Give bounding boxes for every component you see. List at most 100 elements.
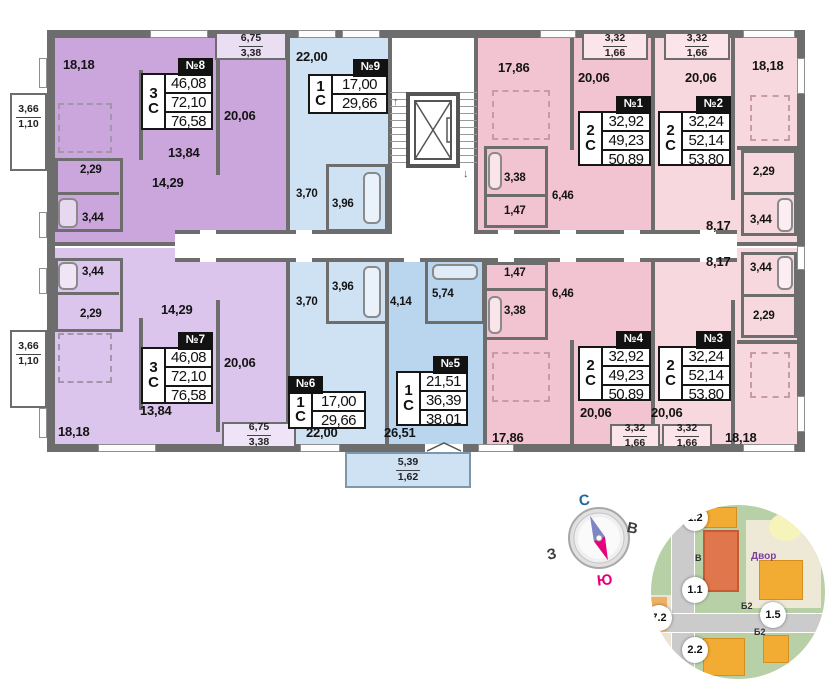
room-area-label: 20,06 [580,405,612,420]
area-value: 52,14 [683,132,729,151]
window [797,246,805,270]
area-value: 50,89 [608,386,644,403]
area-value: 32,92 [603,113,649,132]
area-value: 32,24 [683,113,729,132]
door-opening [624,258,640,262]
wall [737,242,797,246]
area-value: 32,92 [603,348,649,367]
room-area-label: 5,74 [432,288,454,300]
wall [743,294,795,297]
kitchen-zone [750,352,790,398]
room-area-label: 17,86 [492,430,524,445]
wall [737,340,797,344]
bathtub-icon [58,262,78,290]
room-area-label: 13,84 [140,403,172,418]
window [540,30,576,38]
site-minimap[interactable]: Двор В Б2 Б2 1.2 1.1 7.2 2.2 1.5 [651,505,825,679]
window [300,444,340,452]
area-value: 32,24 [683,348,729,367]
kitchen-zone [58,333,112,383]
apartment-number-badge: №7 [177,332,213,350]
map-building-current[interactable] [703,530,739,592]
room-area-label: 1,47 [504,267,526,279]
apartment-8[interactable] [55,38,288,230]
map-road [651,613,825,633]
site-plot-badge[interactable]: 1.1 [682,577,708,603]
area-value: 76,58 [170,113,207,130]
site-plot-badge[interactable]: 1.2 [682,505,708,531]
compass-west-label: З [545,545,559,564]
site-plot-badge[interactable]: 2.2 [682,637,708,663]
apartment-number-badge: №2 [695,96,731,114]
room-area-label: 17,86 [498,60,530,75]
wall [570,38,574,150]
room-area-label: 3,44 [750,262,772,274]
stairs-up-arrow-icon: ↑ [393,96,399,108]
wall [385,262,389,444]
room-area-label: 3,38 [504,172,526,184]
compass-east-label: В [625,519,640,538]
map-entrance-label: В [695,553,702,563]
room-area-label: 13,84 [168,145,200,160]
site-plot-badge[interactable]: 1.5 [760,602,786,628]
area-value: 46,08 [166,75,211,94]
stairs-down-arrow-icon: ↓ [463,168,469,180]
window [98,444,156,452]
wall [651,38,655,230]
door-opening [560,230,576,234]
bathtub-icon [488,296,502,334]
room-area-label: 18,18 [752,58,784,73]
bathtub-icon [58,198,78,228]
map-building [703,638,745,676]
area-value: 76,58 [170,387,207,404]
map-block-label: Б2 [754,627,766,637]
bathtub-icon [777,256,793,290]
site-plot-badge[interactable]: 7.2 [651,605,672,631]
room-area-label: 3,70 [296,296,318,308]
window [743,30,795,38]
map-building [763,635,789,663]
room-area-label: 18,18 [725,430,757,445]
bathtub-icon [432,264,478,280]
area-value: 50,89 [608,151,644,168]
area-value: 53,80 [688,386,724,403]
map-building [759,560,803,600]
bathroom [484,262,548,340]
window [342,30,380,38]
bathtub-icon [363,172,381,224]
map-building [703,507,737,528]
room-area-label: 3,38 [504,305,526,317]
stairs-icon [460,92,477,168]
room-area-label: 3,44 [750,214,772,226]
area-value: 46,08 [166,349,211,368]
room-area-label: 18,18 [58,424,90,439]
apartment-number-badge: №5 [432,356,468,374]
wall [486,194,546,197]
entrance-opening [425,444,463,452]
area-value: 52,14 [683,367,729,386]
apartment-number-badge: №3 [695,331,731,349]
room-area-label: 20,06 [224,355,256,370]
